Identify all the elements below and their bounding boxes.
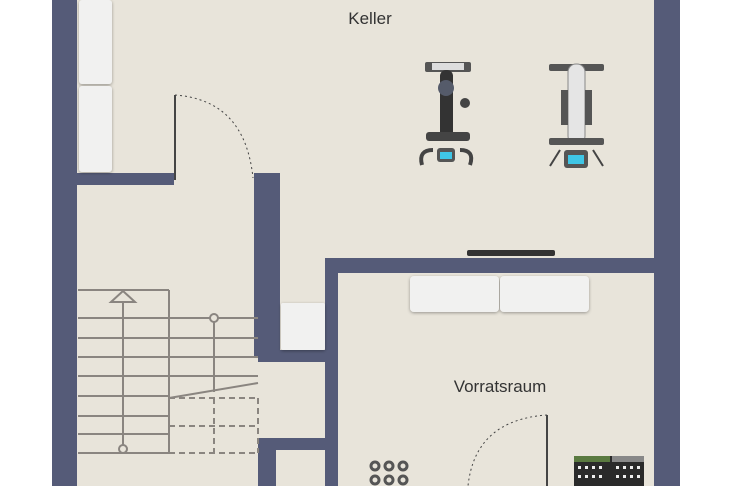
cabinet-left-bottom [79, 86, 112, 172]
floor [52, 0, 680, 486]
walls [52, 0, 680, 486]
wall-vorrat-top [325, 258, 680, 273]
wall-cabinet-bottom [77, 173, 174, 185]
radiator [467, 250, 555, 256]
wall-small-1 [258, 350, 330, 362]
wall-stair-right [254, 173, 280, 356]
bottle-rack-icon [369, 460, 409, 486]
cabinet-left-top [79, 0, 112, 84]
wall-corridor-right [325, 258, 338, 486]
cabinet-vorrat-2 [500, 276, 589, 312]
exercise-bike-icon [419, 62, 474, 166]
wall-left [52, 0, 77, 486]
room-label-keller: Keller [348, 9, 392, 28]
shelf-icon [574, 456, 644, 486]
door-keller [174, 94, 254, 180]
cabinets [79, 0, 589, 350]
storage-box [281, 303, 325, 350]
staircase [78, 289, 259, 454]
room-label-vorratsraum: Vorratsraum [453, 377, 547, 396]
wall-right [654, 0, 680, 486]
door-vorrat [467, 414, 548, 486]
wall-small-3 [258, 438, 276, 486]
exercise-machine-icon [549, 63, 604, 168]
cabinet-vorrat-1 [410, 276, 499, 312]
